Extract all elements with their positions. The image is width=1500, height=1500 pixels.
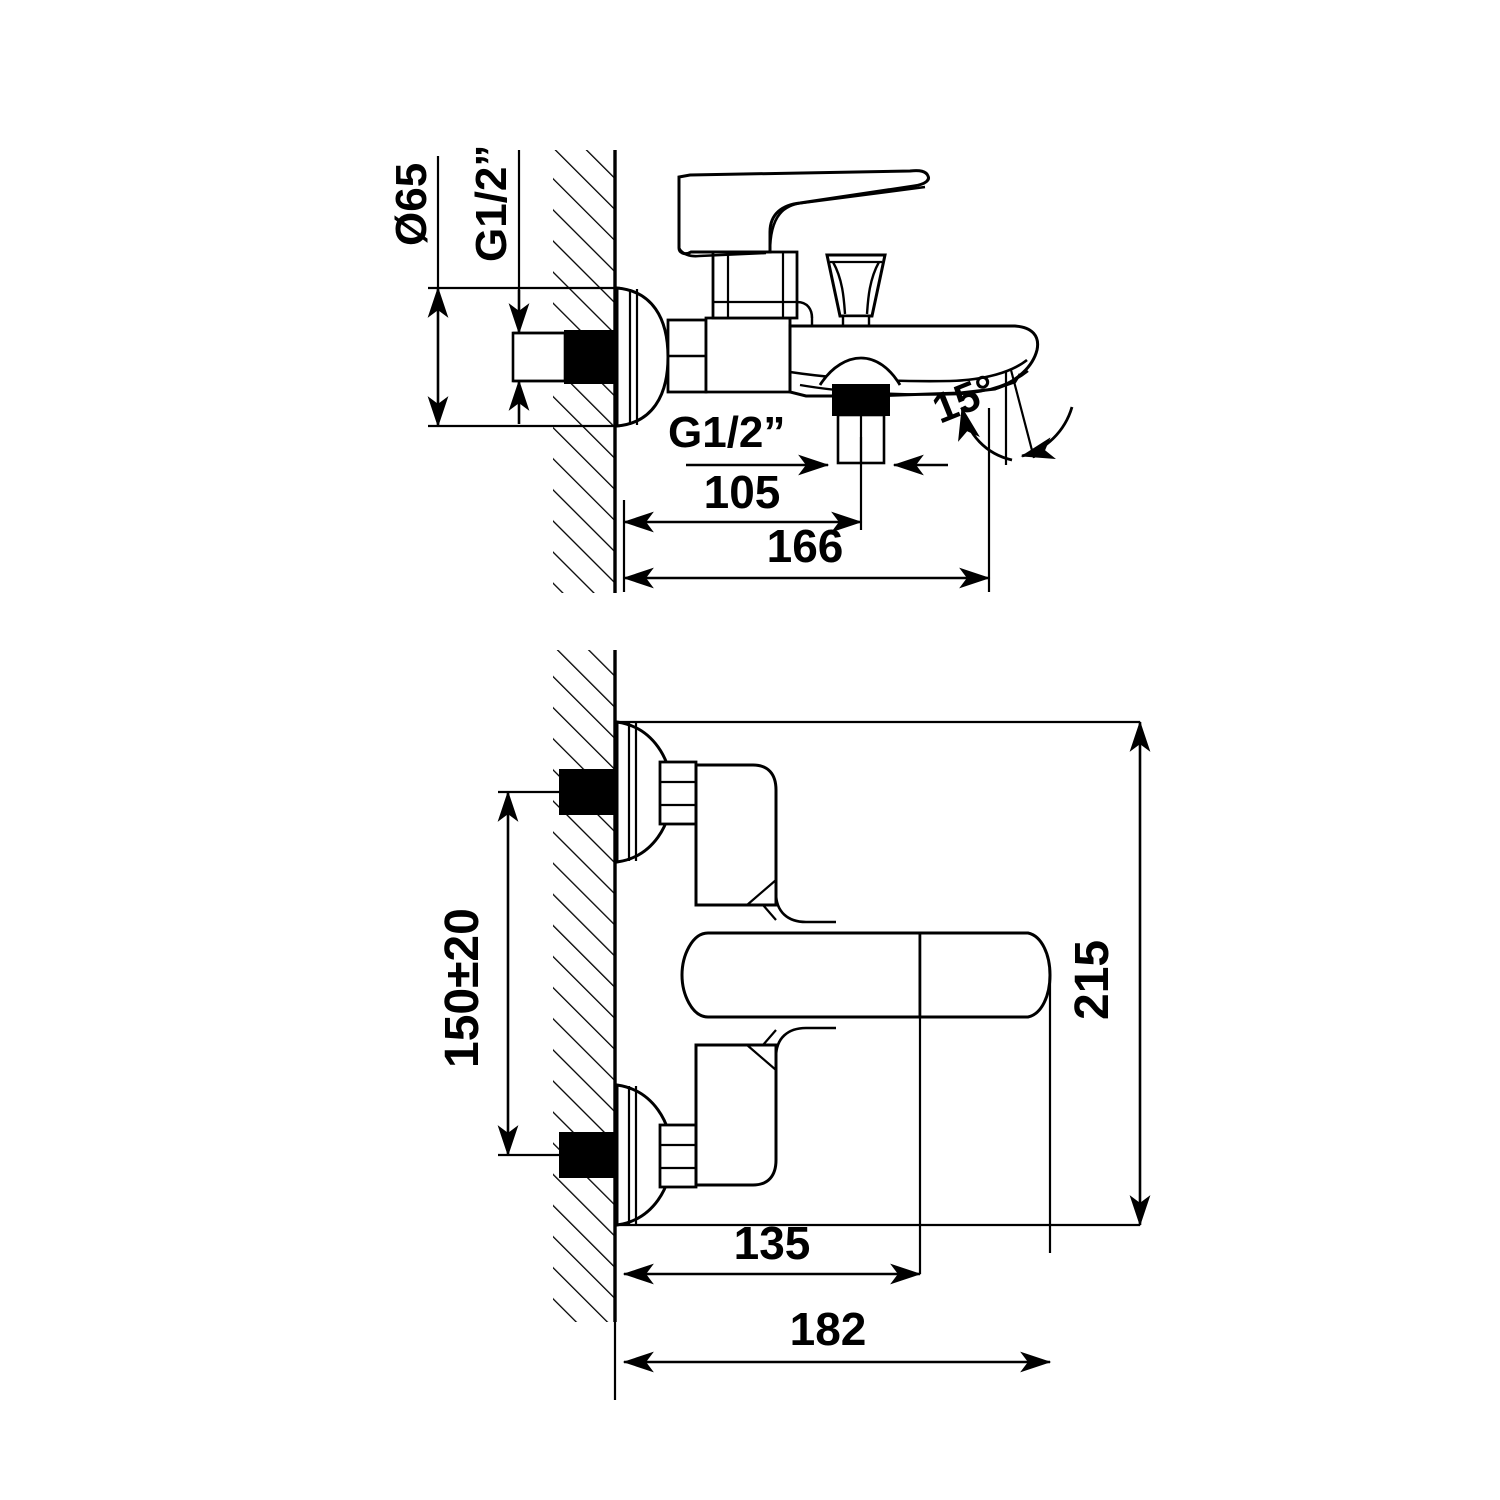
mixer-upper-chamfer (746, 879, 777, 906)
upper-hex-nut (658, 760, 698, 826)
mixer-upper-fillet (774, 892, 836, 924)
handle-barrel-right (920, 931, 1052, 1019)
dimension-105: 105 (622, 437, 863, 533)
dim-65-label: Ø65 (387, 163, 436, 246)
dim-182-label: 182 (790, 1303, 867, 1355)
dimension-outlet-thread: G1/2” (668, 408, 948, 476)
handle-barrel-left-cap (680, 931, 922, 1019)
mixer-body-front (680, 763, 1052, 1187)
mixer-upper-chamfer-2 (762, 904, 777, 921)
mixer-upper-arm (694, 763, 778, 907)
dimension-182: 182 (622, 1303, 1052, 1373)
inlet-nipple-body (511, 331, 567, 383)
cartridge-fillet-right (796, 300, 814, 319)
dimension-135: 135 (622, 1217, 922, 1285)
top-view-group: Ø65 G1/2” G1/2” 105 166 (387, 145, 1074, 593)
lower-escutcheon (615, 1083, 698, 1227)
mixer-lower-chamfer-2 (762, 1029, 777, 1046)
angle-arc-left (958, 406, 1013, 462)
mixer-body-block (704, 316, 792, 394)
angle-arc-right (1020, 406, 1074, 460)
dim-g12out-label: G1/2” (668, 408, 785, 457)
mixer-lower-fillet (774, 1026, 836, 1058)
lever-handle-base (677, 247, 767, 258)
inlet-thread-black (564, 330, 622, 384)
lever-handle-top (677, 169, 930, 258)
wall-hatch-bottom (553, 650, 615, 1322)
dimension-diameter-65: Ø65 (387, 156, 620, 428)
dimension-215: 215 (1066, 720, 1151, 1227)
mixer-lower-arm (694, 1043, 778, 1187)
dim-150-label: 150±20 (436, 908, 489, 1068)
upper-escutcheon (615, 720, 698, 864)
mixer-lower-chamfer (746, 1044, 777, 1071)
extent-outline-bottom (613, 720, 1140, 1400)
lower-hex-nut (658, 1123, 698, 1189)
diverter-knob-body (825, 253, 887, 318)
spout-outlet-bulge (818, 356, 902, 386)
dim-105-label: 105 (704, 466, 781, 518)
dimension-166: 166 (622, 408, 991, 592)
dim-135-label: 135 (734, 1217, 811, 1269)
wall-section-bottom (553, 650, 617, 1322)
dimension-150pm20: 150±20 (436, 790, 578, 1157)
dimension-inlet-thread: G1/2” (467, 145, 570, 424)
lever-handle-underside (768, 185, 926, 253)
diverter-knob-flute-right (865, 261, 881, 315)
spout-top (788, 324, 1040, 465)
hex-nut-top (666, 318, 708, 394)
dim-g12in-label: G1/2” (467, 145, 516, 262)
dim-166-label: 166 (767, 520, 844, 572)
cartridge-housing (711, 250, 799, 320)
dim-215-label: 215 (1066, 940, 1119, 1020)
diverter-knob-top (825, 253, 887, 328)
inlet-connection-top (511, 330, 622, 384)
diverter-knob-flute-left (831, 261, 847, 315)
bottom-view-group: 150±20 215 135 182 (436, 650, 1151, 1400)
